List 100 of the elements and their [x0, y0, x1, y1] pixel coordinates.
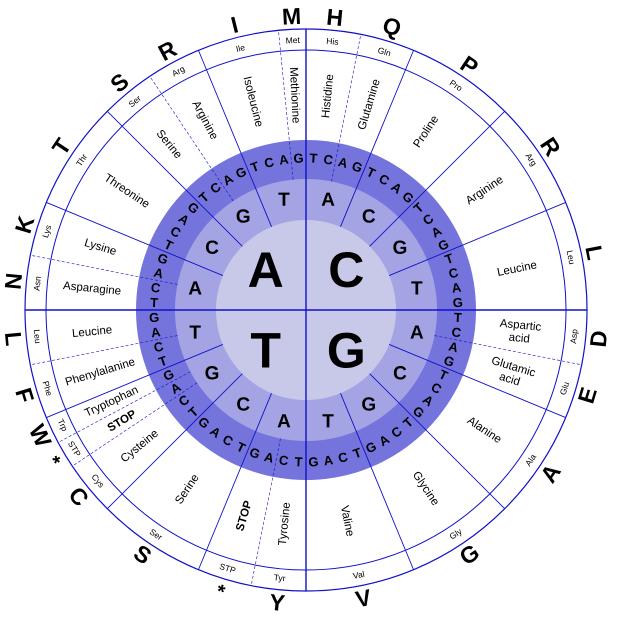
base-letter: T [412, 202, 422, 212]
base-letter: G [444, 356, 454, 366]
amino-acid-name: Isoleucine [244, 76, 262, 127]
stop-asterisk: * [52, 456, 60, 464]
base-letter: T [250, 333, 280, 368]
base-letter: C [206, 240, 218, 254]
base-letter: T [166, 239, 174, 250]
amino-acid-name: Aspartic acid [500, 319, 541, 343]
base-letter: C [432, 384, 442, 393]
base-letter: A [452, 283, 462, 293]
base-letter: C [452, 328, 461, 337]
base-letter: G [158, 254, 168, 264]
base-letter: A [433, 227, 442, 238]
base-letter: G [236, 209, 250, 223]
one-letter-code: S [111, 74, 128, 92]
base-letter: A [153, 268, 162, 278]
one-letter-code: P [460, 56, 478, 71]
amino-acid-name: STOP [236, 500, 250, 531]
base-letter: T [402, 416, 412, 427]
amino-acid-abbreviation: His [326, 38, 338, 45]
one-letter-code: K [15, 215, 35, 234]
base-letter: C [449, 268, 458, 278]
one-letter-code: E [578, 387, 597, 404]
amino-acid-abbreviation: Ser [150, 529, 162, 540]
one-letter-code: L [5, 332, 22, 346]
base-letter: G [164, 370, 174, 380]
base-letter: G [453, 298, 462, 308]
base-letter: T [188, 406, 198, 416]
amino-acid-abbreviation: Ser [128, 96, 141, 107]
base-letter: C [392, 427, 402, 437]
base-letter: C [338, 452, 348, 462]
amino-acid-name: Asparagine [62, 281, 120, 296]
amino-acid-abbreviation: Glu [560, 382, 570, 394]
amino-acid-abbreviation: Lys [42, 225, 52, 238]
one-letter-code: D [590, 331, 606, 346]
one-letter-code: Q [384, 18, 400, 40]
one-letter-code: V [354, 589, 370, 606]
base-letter: A [188, 281, 202, 294]
base-letter: G [199, 418, 209, 428]
base-letter: T [368, 166, 376, 178]
one-letter-code: R [158, 42, 178, 61]
one-letter-code: G [460, 546, 479, 563]
amino-acid-abbreviation: Gly [450, 529, 462, 539]
amino-acid-abbreviation: Asn [34, 276, 41, 292]
one-letter-code: M [283, 8, 300, 25]
base-letter: T [411, 281, 422, 294]
base-letter: C [154, 342, 164, 352]
base-letter: T [150, 298, 158, 308]
amino-acid-name: Lysine [84, 238, 116, 255]
base-letter: A [390, 184, 400, 194]
base-letter: A [264, 452, 272, 463]
amino-acid-abbreviation: Arg [525, 154, 536, 166]
base-letter: T [310, 154, 318, 163]
base-letter: G [328, 332, 363, 368]
base-letter: G [438, 240, 449, 250]
base-letter: G [366, 442, 376, 452]
amino-acid-abbreviation: Val [352, 570, 364, 578]
base-letter: A [278, 414, 290, 428]
one-letter-code: S [134, 546, 151, 563]
amino-acid-name: Leucine [72, 326, 112, 338]
amino-acid-abbreviation: Gln [378, 48, 390, 56]
base-letter: T [440, 369, 449, 380]
amino-acid-abbreviation: Phe [42, 381, 51, 396]
base-letter: C [223, 436, 233, 446]
base-letter: G [393, 240, 406, 254]
base-letter: A [178, 215, 188, 226]
base-letter: A [152, 328, 161, 338]
base-letter: C [424, 214, 433, 224]
base-letter: T [238, 442, 246, 452]
base-letter: G [236, 168, 246, 178]
base-letter: A [209, 428, 219, 438]
base-letter: A [224, 175, 234, 186]
base-letter: G [414, 407, 424, 418]
amino-acid-abbreviation: Tyr [274, 574, 286, 582]
one-letter-code: L [586, 246, 602, 260]
base-letter: C [237, 397, 250, 411]
amino-acid-abbreviation: Thr [76, 154, 87, 166]
base-letter: A [448, 342, 457, 352]
base-letter: T [198, 192, 208, 202]
base-letter: C [264, 158, 274, 168]
base-letter: T [454, 312, 462, 322]
one-letter-code: I [231, 16, 238, 33]
base-letter: G [308, 457, 318, 466]
base-letter: C [330, 252, 363, 288]
amino-acid-abbreviation: Met [286, 37, 300, 44]
base-letter: A [338, 158, 346, 168]
base-letter: G [352, 162, 362, 172]
one-letter-code: A [542, 467, 562, 484]
base-letter: C [362, 209, 376, 223]
base-letter: T [250, 161, 258, 172]
amino-acid-abbreviation: Arg [173, 66, 186, 77]
amino-acid-name: Valine [342, 504, 352, 536]
base-letter: T [278, 192, 290, 206]
base-letter: A [248, 252, 282, 287]
amino-acid-name: Methionine [290, 68, 300, 123]
amino-acid-abbreviation: Leu [34, 330, 40, 344]
amino-acid-name: Leucine [497, 262, 536, 276]
one-letter-code: T [51, 136, 70, 152]
amino-acid-name: Tyrosine [278, 502, 290, 545]
amino-acid-abbreviation: Ile [236, 45, 245, 52]
